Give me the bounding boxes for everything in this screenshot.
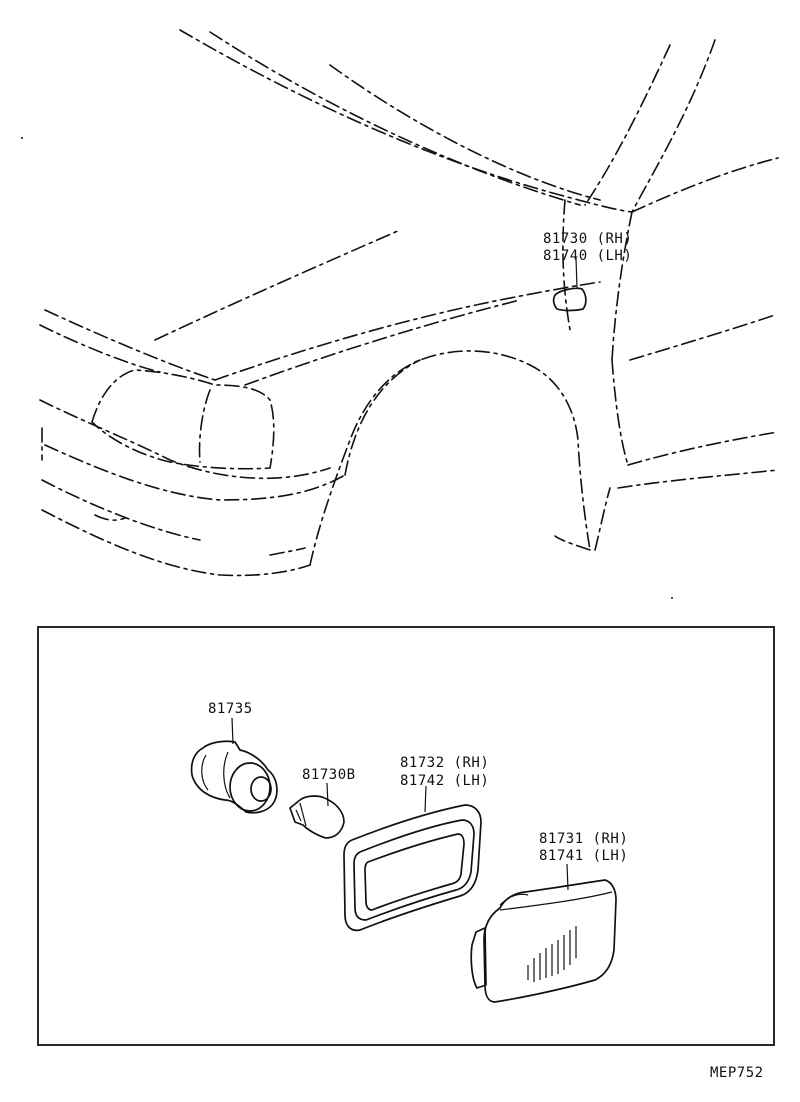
side-marker-assy-lh: 81740 (LH) (543, 248, 632, 264)
side-marker-assy-label: 81730 (RH) 81740 (LH) (543, 231, 632, 264)
car-body-outline (39, 29, 779, 577)
side-marker-on-car (552, 257, 587, 312)
gasket-rh: 81732 (RH) (400, 755, 489, 771)
exploded-view-frame (37, 626, 775, 1046)
socket-number: 81735 (208, 701, 253, 717)
bulb-part: 81730B (289, 767, 356, 839)
lens-ribs (527, 926, 577, 982)
gasket-part: 81732 (RH) 81742 (LH) (343, 755, 489, 932)
lens-lh: 81741 (LH) (539, 848, 628, 864)
gasket-lh: 81742 (LH) (400, 773, 489, 789)
bulb-number: 81730B (302, 767, 356, 783)
diagram-code: MEP752 (710, 1065, 764, 1081)
lens-rh: 81731 (RH) (539, 831, 628, 847)
side-marker-assy-rh: 81730 (RH) (543, 231, 632, 247)
socket-part: 81735 (190, 701, 278, 814)
lens-part: 81731 (RH) 81741 (LH) (470, 831, 628, 1003)
